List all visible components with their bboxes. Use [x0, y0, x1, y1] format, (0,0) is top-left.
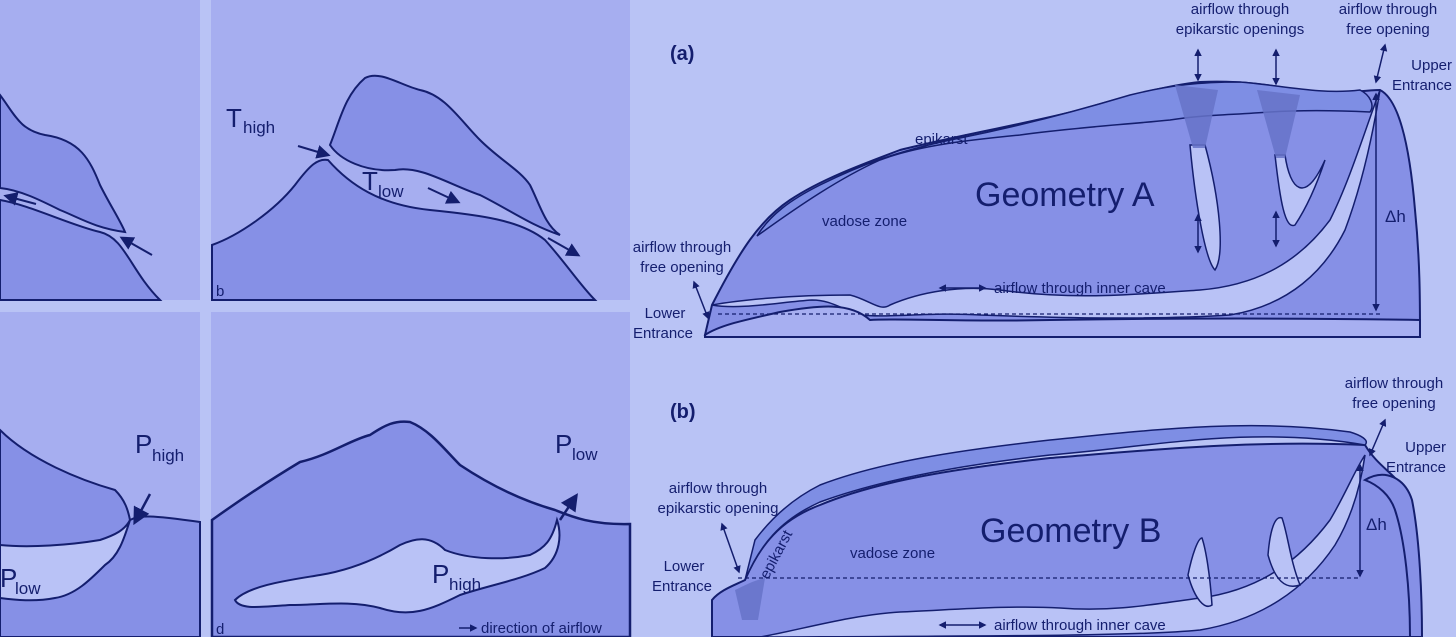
panel-b-label: (b)	[670, 401, 696, 423]
t-high-subscript: high	[243, 118, 275, 137]
free-opening-top-label-line2: free opening	[1346, 21, 1429, 38]
panel-c-cropped: P high P low	[0, 312, 201, 637]
t-high-label: T	[226, 103, 242, 133]
panel-b: T high T low b	[211, 0, 630, 301]
p-high-label-d: P	[432, 559, 449, 589]
p-low-subscript-d: low	[572, 445, 598, 464]
lower-entrance-label-line2: Entrance	[633, 325, 693, 342]
vadose-zone-label-a: vadose zone	[822, 213, 907, 230]
vadose-zone-label-b: vadose zone	[850, 545, 935, 562]
geometry-a-panel: (a) epikarst Geometry A vadose zone airf…	[633, 1, 1452, 342]
p-high-label: P	[135, 429, 152, 459]
panel-a-label: (a)	[670, 43, 694, 65]
epikarstic-opening-left-label-line2: epikarstic opening	[658, 500, 779, 517]
upper-entrance-label-b-line2: Entrance	[1386, 459, 1446, 476]
p-low-label: P	[0, 563, 17, 593]
p-low-label-d: P	[555, 429, 572, 459]
epikarstic-openings-label-line1: airflow through	[1191, 1, 1289, 18]
geometry-b-panel: (b) epikarst Geometry B vadose zone airf…	[652, 375, 1446, 637]
epikarst-label-a: epikarst	[915, 131, 968, 148]
panel-a-cropped	[0, 0, 200, 301]
geometry-b-title: Geometry B	[980, 512, 1161, 550]
p-low-subscript: low	[15, 579, 41, 598]
panel-d-letter: d	[216, 621, 224, 637]
lower-entrance-label-line1: Lower	[645, 305, 686, 322]
delta-h-label-a: Δh	[1385, 207, 1406, 226]
lower-entrance-label-b-line1: Lower	[664, 558, 705, 575]
p-high-subscript-d: high	[449, 575, 481, 594]
epikarstic-opening-left-label-line1: airflow through	[669, 480, 767, 497]
panel-b-letter: b	[216, 283, 224, 300]
inner-cave-label-a: airflow through inner cave	[994, 280, 1166, 297]
geometry-a-title: Geometry A	[975, 176, 1155, 214]
left-panels: T high T low b P high P low P low	[0, 0, 632, 637]
t-low-label: T	[362, 166, 378, 196]
free-opening-top-label-line1: airflow through	[1339, 1, 1437, 18]
upper-entrance-label-b-line1: Upper	[1405, 439, 1446, 456]
free-opening-left-label-line1: airflow through	[633, 239, 731, 256]
p-high-subscript: high	[152, 446, 184, 465]
panel-d: P low P high d direction of airflow	[210, 312, 632, 637]
airflow-legend-text: direction of airflow	[481, 620, 602, 637]
inner-cave-label-b: airflow through inner cave	[994, 617, 1166, 634]
free-opening-top-label-b-line1: airflow through	[1345, 375, 1443, 392]
t-low-subscript: low	[378, 182, 404, 201]
delta-h-label-b: Δh	[1366, 515, 1387, 534]
upper-entrance-label-line1: Upper	[1411, 57, 1452, 74]
free-opening-top-label-b-line2: free opening	[1352, 395, 1435, 412]
epikarstic-openings-label-line2: epikarstic openings	[1176, 21, 1304, 38]
free-opening-left-label-line2: free opening	[640, 259, 723, 276]
lower-entrance-label-b-line2: Entrance	[652, 578, 712, 595]
upper-entrance-label-line2: Entrance	[1392, 77, 1452, 94]
